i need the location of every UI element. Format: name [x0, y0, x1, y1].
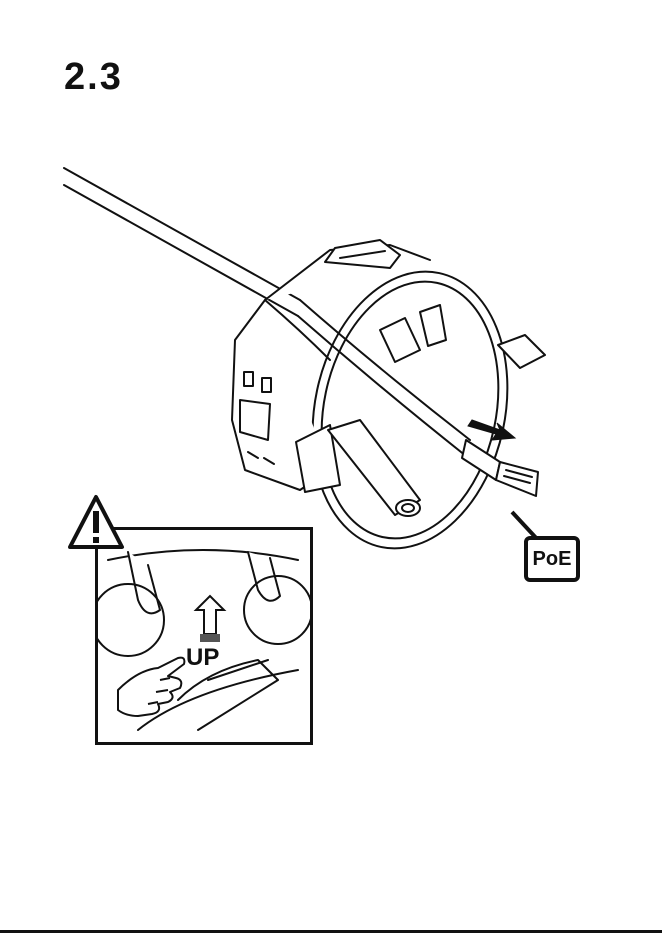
step-number: 2.3: [64, 58, 123, 96]
arrow-up-icon: [196, 596, 224, 642]
inset-illustration: [98, 530, 310, 742]
poe-badge: PoE: [524, 536, 580, 582]
detail-inset: UP: [95, 527, 313, 745]
up-label: UP: [186, 646, 219, 670]
mounting-box-illustration: [0, 150, 662, 550]
warning-triangle-icon: [66, 493, 126, 551]
